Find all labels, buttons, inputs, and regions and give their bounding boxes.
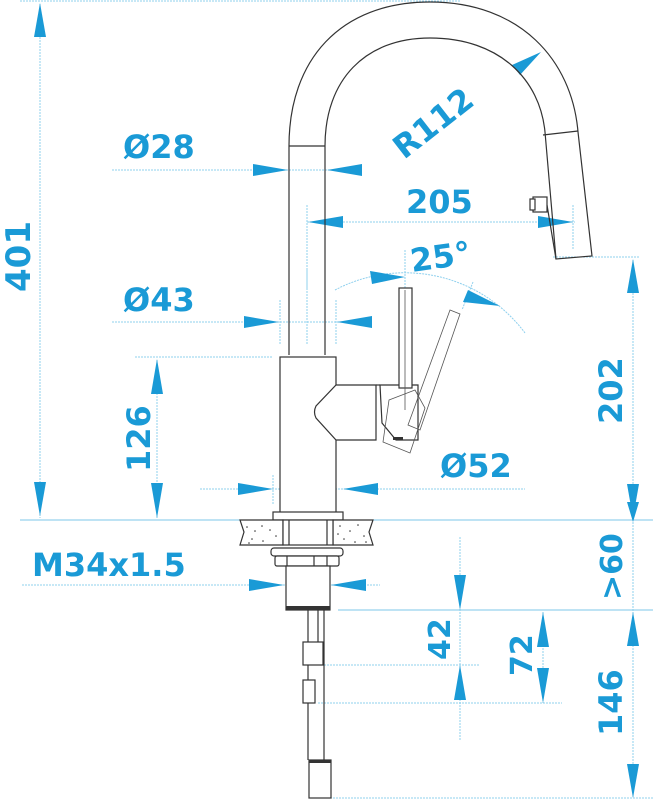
- faucet-outline: [239, 1, 593, 799]
- countertop-texture: [246, 524, 367, 544]
- dim-handle-angle: 25°: [408, 234, 473, 280]
- dim-spout-pipe-diameter: Ø28: [123, 128, 195, 166]
- dimension-arrows: [34, 3, 639, 798]
- dim-hose-connector-72: 72: [505, 634, 540, 676]
- dim-base-diameter: Ø52: [440, 447, 512, 485]
- dim-thread: M34x1.5: [32, 546, 186, 584]
- dim-countertop-thickness: >60: [595, 533, 630, 600]
- dim-hose-length: 146: [592, 669, 630, 736]
- dim-body-upper-diameter: Ø43: [123, 281, 195, 319]
- dim-spout-reach: 205: [406, 183, 473, 221]
- dim-body-height: 126: [120, 405, 158, 472]
- dim-spout-radius: R112: [386, 80, 481, 166]
- dim-hose-connector-42: 42: [423, 618, 458, 660]
- dim-spout-outlet-height: 202: [592, 357, 630, 424]
- dim-total-height: 401: [0, 221, 39, 292]
